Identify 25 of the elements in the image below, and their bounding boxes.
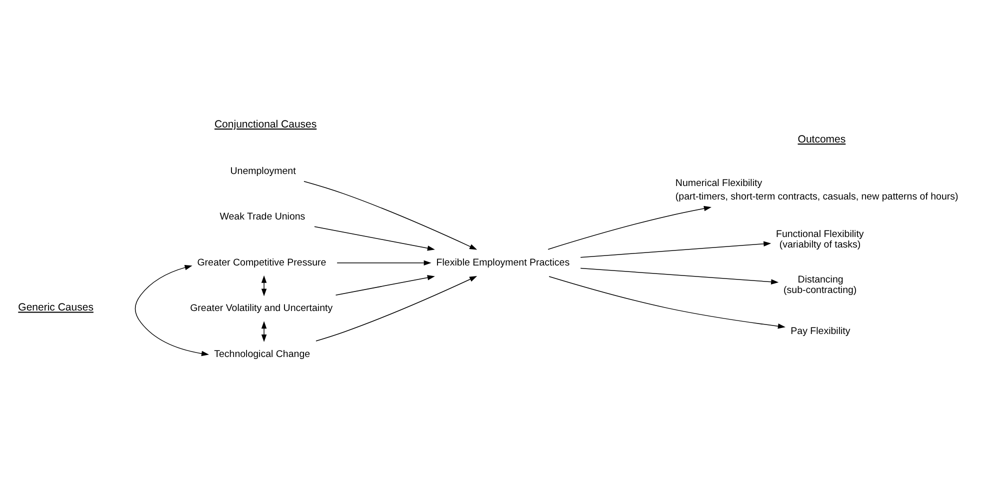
arrow xyxy=(314,226,435,251)
node-text: Distancing (sub-contracting) xyxy=(784,274,857,296)
node-text: Functional Flexibility (variabilty of tasks) xyxy=(776,228,864,250)
arrow xyxy=(304,181,478,250)
arrow xyxy=(261,275,267,296)
node-text: Technological Change xyxy=(214,349,310,360)
arrow xyxy=(316,276,478,342)
node-text: Greater Volatility and Uncertainty xyxy=(190,303,333,314)
node-text: Pay Flexibility xyxy=(790,326,850,337)
node-text: Weak Trade Unions xyxy=(220,212,306,223)
label: Generic Causes xyxy=(18,302,94,314)
label: Conjunctional Causes xyxy=(214,118,317,131)
arrow xyxy=(580,241,772,258)
node-text: Flexible Employment Practices xyxy=(436,257,570,268)
arrow xyxy=(548,276,786,329)
arrow xyxy=(261,321,267,342)
node-text: Greater Competitive Pressure xyxy=(197,257,326,268)
node-text: Numerical Flexibility (part-timers, short-term contracts, casuals, new patterns of hours) xyxy=(675,178,958,202)
arrow xyxy=(548,206,712,250)
arrow xyxy=(580,268,779,284)
node-text: Unemployment xyxy=(230,166,296,177)
arrow xyxy=(134,264,210,356)
label: Outcomes xyxy=(798,134,846,146)
arrow xyxy=(336,260,432,266)
arrow xyxy=(335,275,435,296)
